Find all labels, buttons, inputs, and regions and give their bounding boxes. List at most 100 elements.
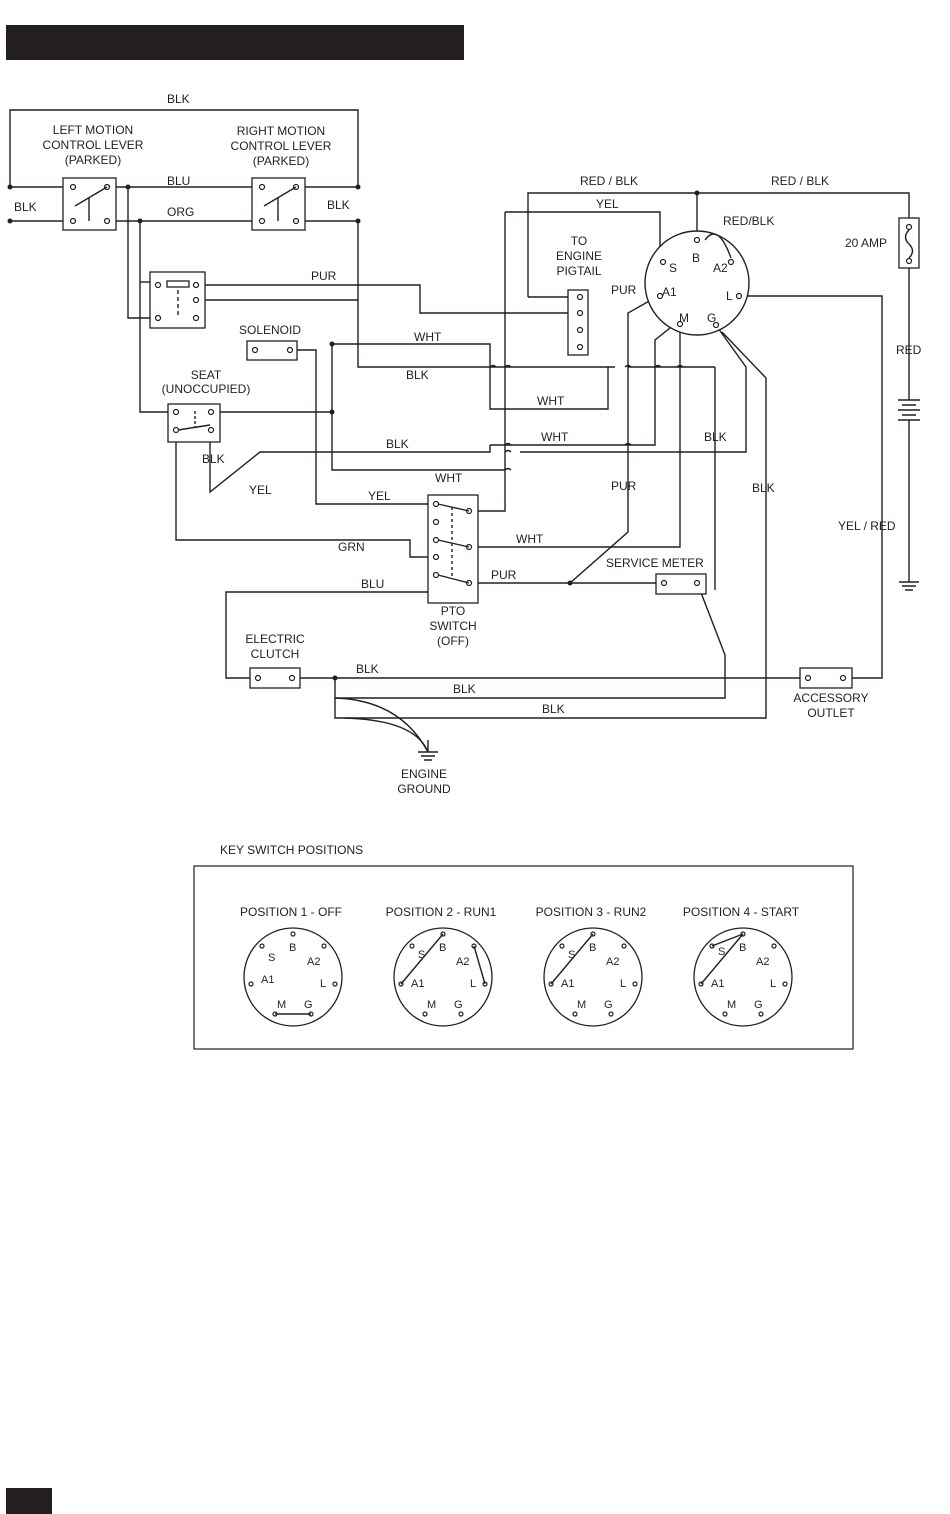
- label-wht-pto: WHT: [516, 532, 544, 546]
- page-number-tab: [6, 1488, 52, 1514]
- label-red: RED: [896, 343, 922, 357]
- service-meter: [655, 573, 707, 595]
- fuse-20-amp: [898, 217, 920, 269]
- key-terminal-m: M: [679, 311, 689, 325]
- key-pos-m: M: [727, 999, 736, 1011]
- label-yel-seat: YEL: [249, 483, 272, 497]
- key-pos-l: L: [620, 978, 626, 990]
- label-pur-mid: PUR: [611, 479, 637, 493]
- key-switch: S B A2 A1 L M G: [644, 230, 750, 336]
- label-pigtail-1: TO: [571, 234, 587, 248]
- key-positions-title: KEY SWITCH POSITIONS: [220, 843, 363, 857]
- wires: [9, 109, 910, 753]
- engine-pigtail-connector: [567, 289, 589, 356]
- label-blk-seat: BLK: [202, 452, 225, 466]
- label-right-lever-1: RIGHT MOTION: [237, 124, 325, 138]
- label-seat-2: (UNOCCUPIED): [162, 382, 251, 396]
- header-bar: [6, 25, 464, 60]
- key-pos-s: S: [718, 946, 725, 958]
- label-blk-clutch-2: BLK: [453, 682, 476, 696]
- key-pos-b: B: [289, 942, 296, 954]
- electric-clutch: [249, 667, 301, 689]
- label-pur-pigtail: PUR: [611, 283, 637, 297]
- accessory-outlet: [799, 667, 853, 689]
- label-accessory-2: OUTLET: [807, 706, 855, 720]
- key-pos-a1: A1: [711, 978, 724, 990]
- label-pto-2: SWITCH: [429, 619, 476, 633]
- key-pos-a2: A2: [307, 956, 320, 968]
- label-org: ORG: [167, 205, 194, 219]
- left-motion-lever-switch: [62, 177, 117, 231]
- key-pos-b: B: [589, 942, 596, 954]
- key-pos-b: B: [739, 942, 746, 954]
- label-yel-top: YEL: [596, 197, 619, 211]
- label-red-blk-2: RED / BLK: [771, 174, 829, 188]
- key-position-4: POSITION 4 - START S B A2 A1 L M G: [683, 905, 800, 1027]
- key-pos-a1: A1: [561, 978, 574, 990]
- label-clutch-2: CLUTCH: [251, 647, 300, 661]
- label-accessory-1: ACCESSORY: [793, 691, 868, 705]
- key-pos-l: L: [470, 978, 476, 990]
- key-position-3: POSITION 3 - RUN2 S B A2 A1 L M G: [536, 905, 647, 1027]
- label-blk-diag: BLK: [386, 437, 409, 451]
- label-blk-left: BLK: [14, 200, 37, 214]
- key-position-1: POSITION 1 - OFF S B A2 A1 L M G: [240, 905, 343, 1027]
- label-ground-2: GROUND: [397, 782, 451, 796]
- label-grn: GRN: [338, 540, 365, 554]
- label-wht-4: WHT: [435, 471, 463, 485]
- label-blk-mid: BLK: [406, 368, 429, 382]
- battery-ground-symbol: [899, 581, 919, 591]
- label-pur-top: PUR: [311, 269, 337, 283]
- label-right-lever-2: CONTROL LEVER: [231, 139, 332, 153]
- label-yel-red: YEL / RED: [838, 519, 896, 533]
- key-pos-a2: A2: [606, 956, 619, 968]
- label-blu-top: BLU: [167, 174, 190, 188]
- solenoid: [246, 340, 298, 361]
- key-terminal-l: L: [726, 289, 733, 303]
- key-position-label: POSITION 4 - START: [683, 905, 800, 919]
- key-pos-g: G: [454, 999, 463, 1011]
- battery: [898, 399, 920, 421]
- key-pos-g: G: [604, 999, 613, 1011]
- key-pos-s: S: [268, 952, 275, 964]
- label-pur-pto: PUR: [491, 568, 517, 582]
- key-pos-g: G: [304, 999, 313, 1011]
- label-blk-clutch-3: BLK: [542, 702, 565, 716]
- key-pos-m: M: [427, 999, 436, 1011]
- engine-ground-symbol: [418, 740, 438, 761]
- label-yel-pto: YEL: [368, 489, 391, 503]
- key-pos-s: S: [568, 949, 575, 961]
- key-terminal-g: G: [707, 311, 716, 325]
- label-left-lever-1: LEFT MOTION: [53, 123, 133, 137]
- key-pos-s: S: [418, 949, 425, 961]
- label-blu-clutch: BLU: [361, 577, 384, 591]
- key-pos-a2: A2: [456, 956, 469, 968]
- key-terminal-a1: A1: [662, 285, 677, 299]
- key-position-label: POSITION 3 - RUN2: [536, 905, 647, 919]
- label-blk-key: BLK: [704, 430, 727, 444]
- label-blk-right: BLK: [327, 198, 350, 212]
- key-terminal-a2: A2: [713, 261, 728, 275]
- right-motion-lever-switch: [251, 177, 306, 231]
- key-pos-a1: A1: [261, 974, 274, 986]
- key-terminal-s: S: [669, 261, 677, 275]
- label-pto-1: PTO: [441, 604, 465, 618]
- label-seat-1: SEAT: [191, 368, 222, 382]
- label-blk-right-vert: BLK: [752, 481, 775, 495]
- key-pos-l: L: [770, 978, 776, 990]
- key-pos-m: M: [577, 999, 586, 1011]
- interlock-relay: [149, 271, 206, 329]
- label-wht-2: WHT: [537, 394, 565, 408]
- label-left-lever-3: (PARKED): [65, 153, 121, 167]
- key-pos-b: B: [439, 942, 446, 954]
- key-pos-m: M: [277, 999, 286, 1011]
- label-pigtail-3: PIGTAIL: [556, 264, 601, 278]
- label-red-blk-key: RED/BLK: [723, 214, 774, 228]
- label-pigtail-2: ENGINE: [556, 249, 602, 263]
- key-pos-a2: A2: [756, 956, 769, 968]
- label-wht-3: WHT: [541, 430, 569, 444]
- label-red-blk-1: RED / BLK: [580, 174, 638, 188]
- junction-dots: [7, 184, 700, 681]
- label-blk-clutch-1: BLK: [356, 662, 379, 676]
